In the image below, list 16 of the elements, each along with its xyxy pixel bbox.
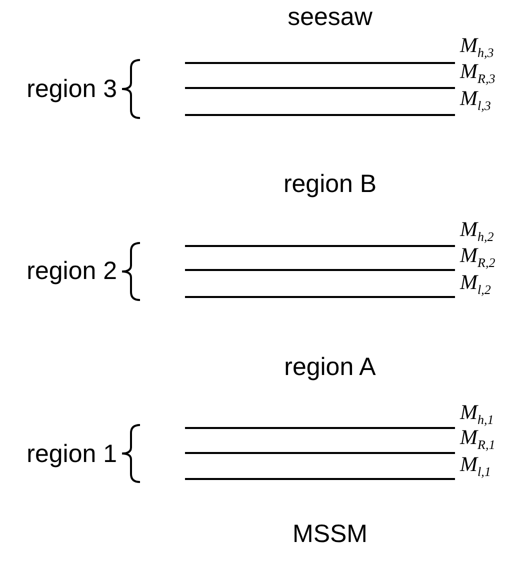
mass-label: M$_{R,1}$ [460, 426, 496, 452]
regime-label: region A [284, 354, 376, 382]
regime-label: seesaw [288, 4, 372, 32]
mass-label: M$_{h,1}$ [460, 400, 494, 428]
region-label: region 2 [26, 258, 117, 286]
mass-label: M$_{R,3}$ [460, 60, 496, 86]
mass-label: M$_{l,3}$ [460, 86, 491, 114]
regime-label: region B [283, 171, 377, 199]
region-label: region 1 [26, 441, 117, 469]
mass-label: M$_{l,1}$ [460, 452, 491, 480]
region-label: region 3 [26, 76, 117, 104]
mass-label: M$_{R,2}$ [460, 244, 496, 270]
regime-label: MSSM [292, 521, 368, 549]
mass-label: M$_{h,3}$ [460, 34, 494, 60]
mass-label: M$_{l,2}$ [460, 270, 491, 298]
mass-label: M$_{h,2}$ [460, 218, 494, 244]
